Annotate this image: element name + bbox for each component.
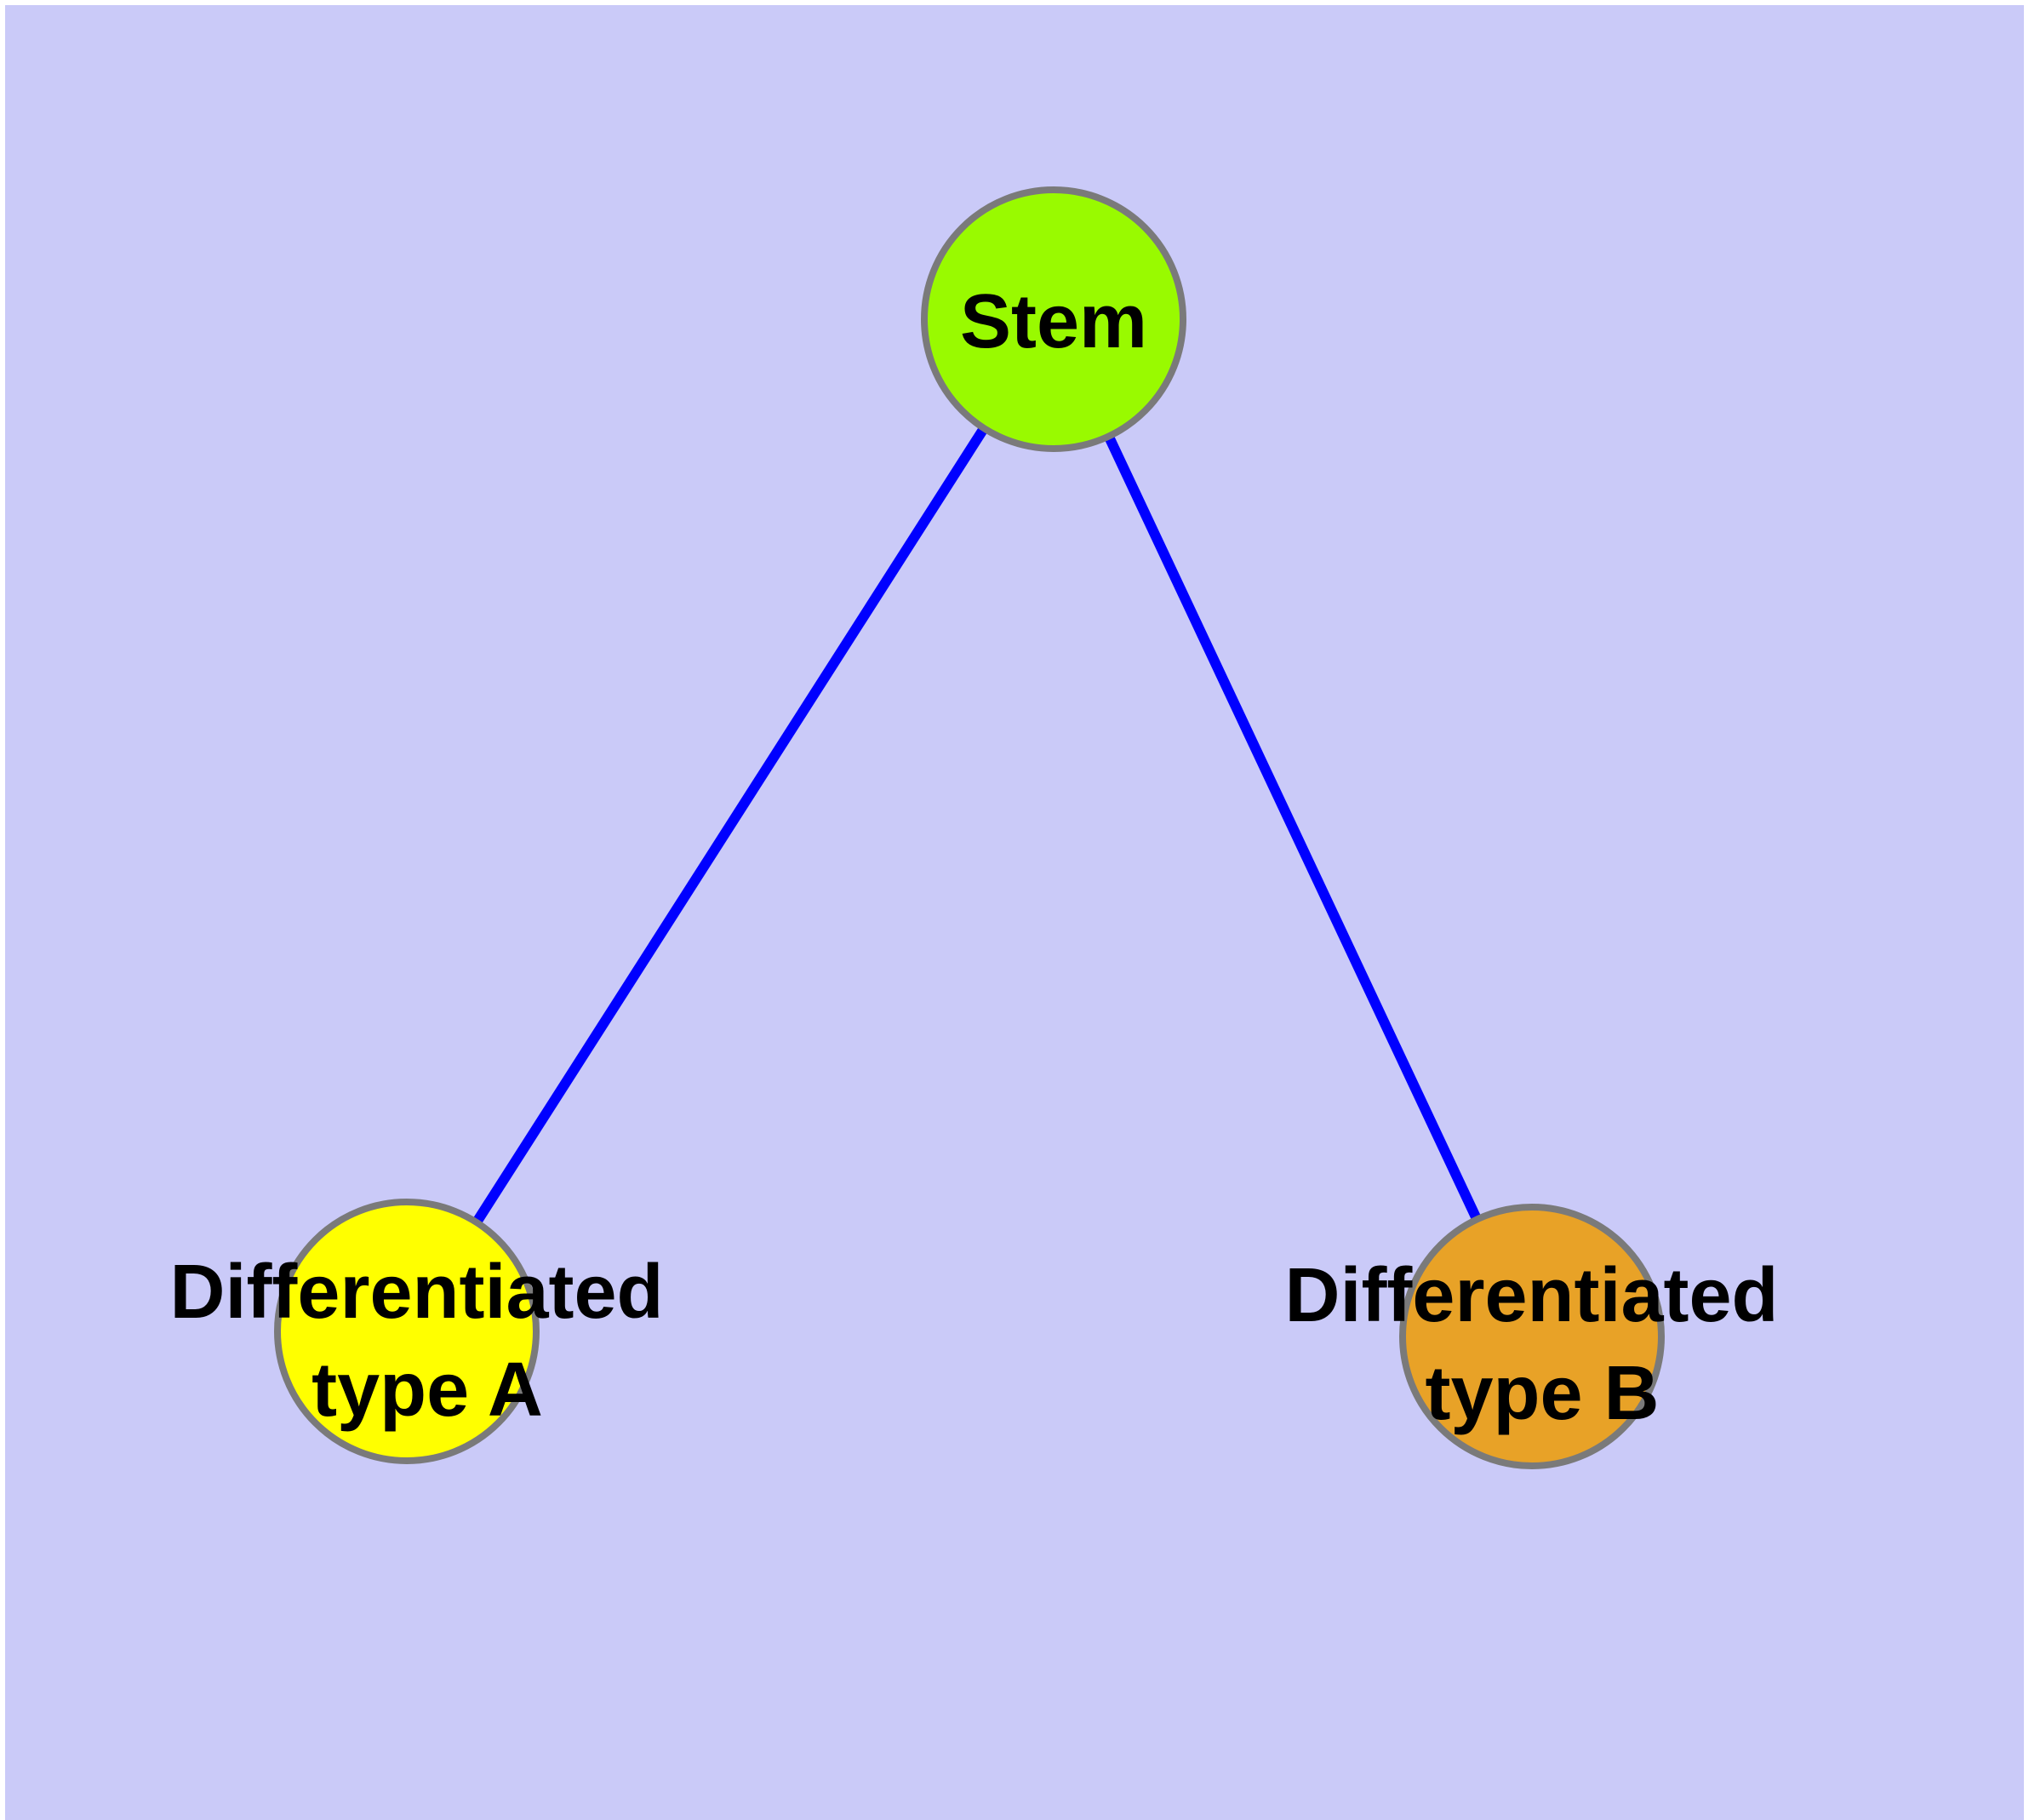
differentiated-type-b-node	[1399, 1204, 1665, 1469]
differentiated-type-b-label: Differentiated type B	[1284, 1253, 1799, 1436]
differentiated-type-a-label-line2: type A	[311, 1348, 543, 1433]
differentiated-type-a-label: Differentiated type A	[169, 1250, 684, 1433]
differentiated-type-b-label-line1: Differentiated	[1284, 1253, 1778, 1338]
stem-node-label: Stem	[960, 279, 1147, 364]
differentiated-type-a-label-line1: Differentiated	[169, 1250, 663, 1335]
stem-node	[921, 186, 1186, 452]
differentiated-type-b-label-line2: type B	[1425, 1351, 1659, 1436]
edge-stem-to-type-a	[402, 316, 1059, 1335]
differentiated-type-a-node	[274, 1199, 540, 1464]
edge-stem-to-type-b	[1049, 317, 1537, 1339]
